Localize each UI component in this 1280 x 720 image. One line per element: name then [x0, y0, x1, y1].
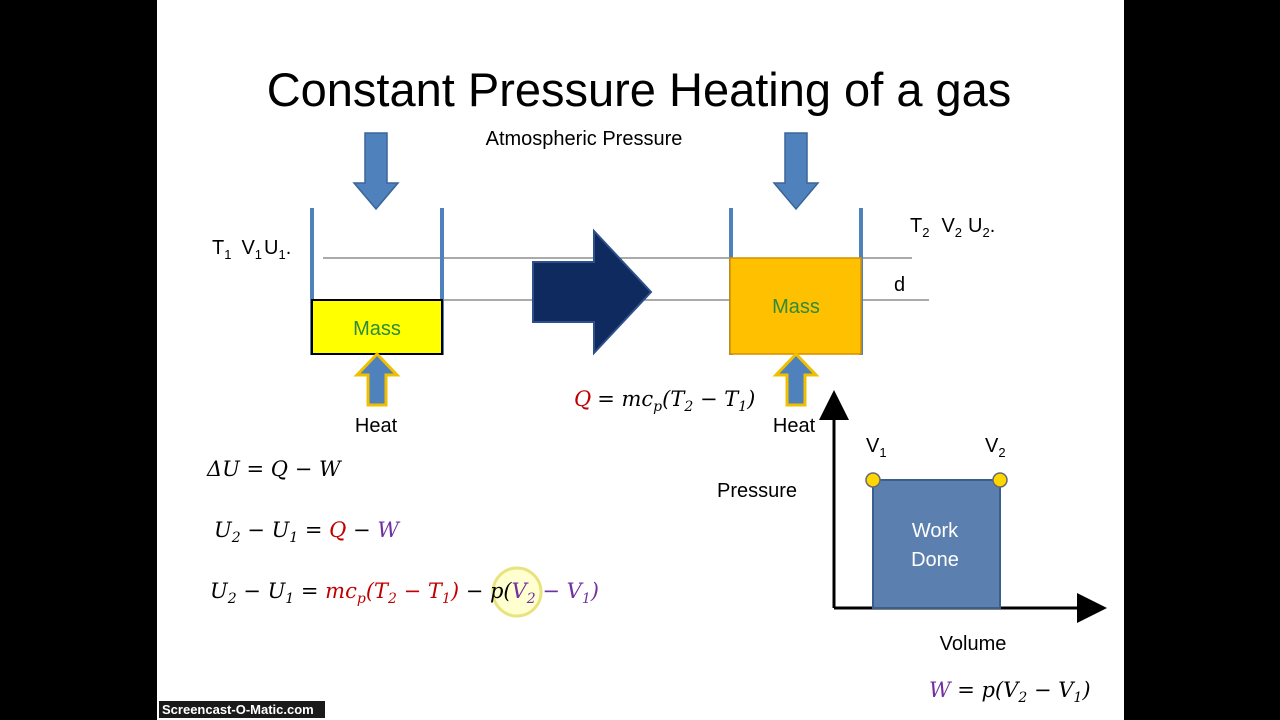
- pressure-arrow-left: [352, 132, 400, 211]
- first-law-equation: ΔU = Q − W: [206, 457, 343, 481]
- diagram-canvas: Constant Pressure Heating of a gas Atmos…: [206, 63, 1107, 706]
- state-point-v1: [865, 472, 881, 488]
- pv-diagram: [819, 390, 1107, 623]
- slide: Constant Pressure Heating of a gas Atmos…: [157, 0, 1124, 720]
- page-title: Constant Pressure Heating of a gas: [267, 63, 1012, 116]
- expanded-energy-equation: U2 − U1 = mcp(T2 − T1) − p(V2 − V1): [210, 579, 599, 607]
- state-point-v2: [992, 472, 1008, 488]
- heat-arrow-right: [772, 351, 820, 407]
- mass-label-left: Mass: [353, 318, 401, 340]
- heat-label-right: Heat: [773, 415, 816, 437]
- mass-label-right: Mass: [772, 296, 820, 318]
- mass-block-left: [311, 299, 443, 355]
- displacement-d-label: d: [894, 274, 905, 296]
- volume-axis-label: Volume: [940, 633, 1007, 655]
- heat-arrow-left: [353, 351, 401, 407]
- cursor-highlight: [491, 566, 543, 618]
- pressure-axis-label: Pressure: [717, 480, 797, 502]
- process-arrow: [532, 228, 653, 356]
- v1-label: V1: [866, 435, 887, 460]
- heat-label-left: Heat: [355, 415, 398, 437]
- energy-balance-equation: U2 − U1 = Q − W: [214, 518, 401, 546]
- mass-block-right: [729, 257, 862, 355]
- work-equation: W = p(V2 − V1): [929, 678, 1091, 706]
- cylinder-right: [729, 208, 863, 355]
- work-done-area: [872, 479, 1001, 609]
- cylinder-left: [310, 208, 444, 355]
- pressure-arrow-right: [772, 132, 820, 211]
- work-done-label-line1: Work: [912, 520, 959, 542]
- v2-label: V2: [985, 435, 1006, 460]
- screencast-watermark: Screencast-O-Matic.com: [159, 701, 325, 718]
- atmospheric-pressure-label: Atmospheric Pressure: [486, 128, 683, 150]
- heat-equation: Q= mcp(T2 − T1): [574, 387, 755, 415]
- work-done-label-line2: Done: [911, 549, 959, 571]
